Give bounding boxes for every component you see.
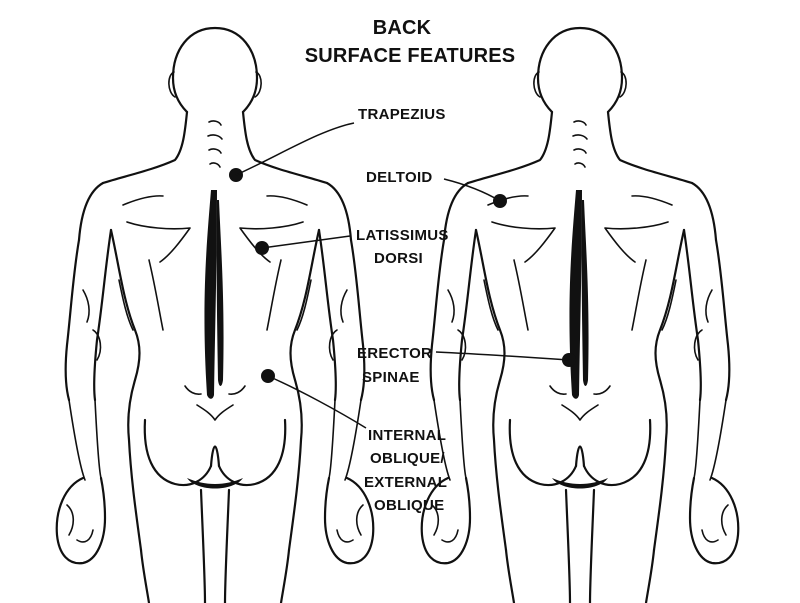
label-obliques: INTERNAL OBLIQUE/ EXTERNAL OBLIQUE bbox=[261, 369, 447, 514]
latissimus-label-line-1: LATISSIMUS bbox=[356, 227, 449, 244]
latissimus-label-line-2: DORSI bbox=[374, 250, 423, 267]
obliques-label-line-4: OBLIQUE bbox=[374, 497, 444, 514]
right-back-figure bbox=[420, 26, 740, 603]
obliques-label-line-3: EXTERNAL bbox=[364, 474, 447, 491]
latissimus-leader-line bbox=[261, 235, 351, 249]
obliques-label-line-2: OBLIQUE/ bbox=[370, 450, 445, 467]
diagram-title-line-2: SURFACE FEATURES bbox=[305, 45, 516, 67]
erector-spinae-leader-line bbox=[435, 351, 570, 361]
obliques-label-line-1: INTERNAL bbox=[368, 427, 446, 444]
label-erector-spinae: ERECTOR SPINAE bbox=[357, 345, 576, 386]
deltoid-label: DELTOID bbox=[366, 169, 433, 186]
deltoid-leader-line bbox=[443, 178, 501, 202]
label-trapezius: TRAPEZIUS bbox=[229, 106, 446, 182]
erector-spinae-label-line-1: ERECTOR bbox=[357, 345, 432, 362]
obliques-leader-line bbox=[267, 375, 367, 429]
label-deltoid: DELTOID bbox=[366, 169, 507, 208]
trapezius-label: TRAPEZIUS bbox=[358, 106, 446, 123]
left-back-figure bbox=[55, 26, 375, 603]
diagram-title-line-1: BACK bbox=[373, 17, 432, 39]
label-latissimus-dorsi: LATISSIMUS DORSI bbox=[255, 227, 449, 267]
erector-spinae-label-line-2: SPINAE bbox=[362, 369, 420, 386]
trapezius-leader-line bbox=[235, 122, 355, 176]
